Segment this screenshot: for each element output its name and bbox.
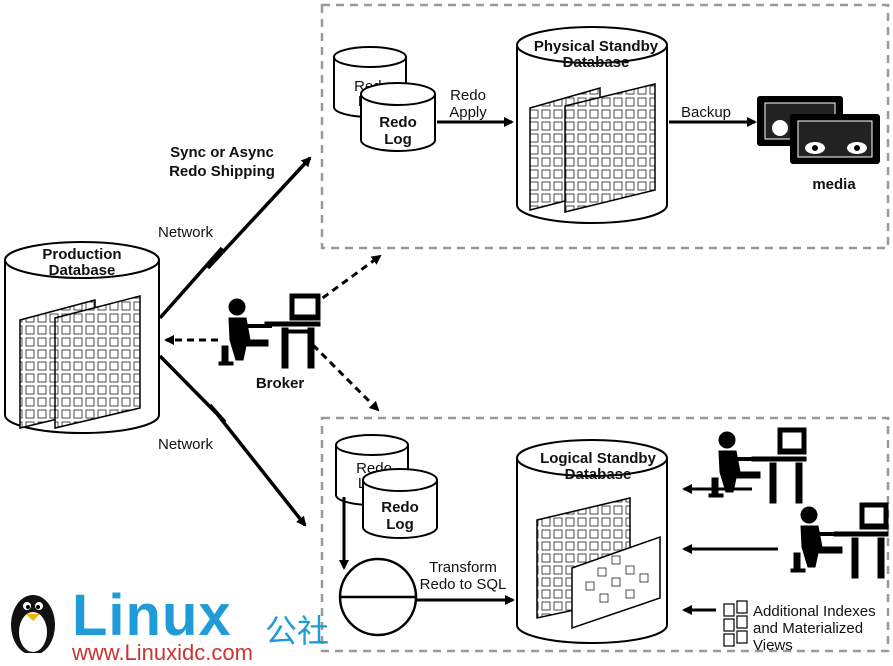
- logical-title-2: Database: [565, 466, 632, 483]
- physical-title-1: Physical Standby: [534, 38, 659, 55]
- production-title-2: Database: [49, 262, 116, 279]
- logical-site-box: [320, 416, 890, 653]
- redo-log-logical: Redo L Redo Log: [335, 434, 438, 539]
- network-label-bottom: Network: [158, 436, 214, 453]
- additional-label-1: Additional Indexes: [753, 603, 876, 620]
- production-database: Production Database: [4, 241, 160, 434]
- sync-label-1: Sync or Async: [170, 144, 274, 161]
- logical-standby-database: Logical Standby Database: [516, 439, 668, 644]
- logical-user-icon-1: [708, 427, 807, 504]
- watermark-url: www.Linuxidc.com: [72, 640, 253, 665]
- broker-label: Broker: [256, 375, 305, 392]
- transform-label-1: Transform: [429, 559, 497, 576]
- broker-arrow-down: [311, 343, 380, 412]
- production-title-1: Production: [42, 246, 121, 263]
- watermark-cn: 公社: [265, 612, 330, 650]
- additional-label-2: and Materialized: [753, 620, 863, 637]
- redo-front-1: Redo: [379, 114, 417, 131]
- transform-label-2: Redo to SQL: [420, 576, 507, 593]
- sync-label-2: Redo Shipping: [169, 163, 275, 180]
- media-label: media: [812, 176, 856, 193]
- network-arrow-bottom: [158, 354, 307, 527]
- physical-title-2: Database: [563, 54, 630, 71]
- penguin-logo-icon: [11, 595, 55, 653]
- index-sheets-icon: [723, 600, 748, 647]
- sql-apply-circle: [338, 557, 418, 637]
- redo-log-physical: Redo L Redo Log: [333, 46, 436, 152]
- broker-user-icon: [218, 293, 321, 369]
- redo-front-2: Log: [384, 131, 412, 148]
- backup-label: Backup: [681, 104, 731, 121]
- physical-site-box: [320, 3, 890, 250]
- watermark-brand: Linux: [72, 583, 232, 648]
- network-label-top: Network: [158, 224, 214, 241]
- redo-front-1b: Redo: [381, 499, 419, 516]
- redo-apply-label-2: Apply: [449, 104, 487, 121]
- logical-user-icon-2: [790, 502, 889, 579]
- network-arrow-top: [158, 156, 312, 320]
- physical-standby-database: Physical Standby Database: [516, 26, 668, 224]
- redo-apply-label-1: Redo: [450, 87, 486, 104]
- media-tape-icon: [757, 96, 880, 164]
- additional-label-3: Views: [753, 637, 793, 653]
- broker-arrow-up: [312, 254, 382, 307]
- redo-front-2b: Log: [386, 516, 414, 533]
- logical-title-1: Logical Standby: [540, 450, 657, 467]
